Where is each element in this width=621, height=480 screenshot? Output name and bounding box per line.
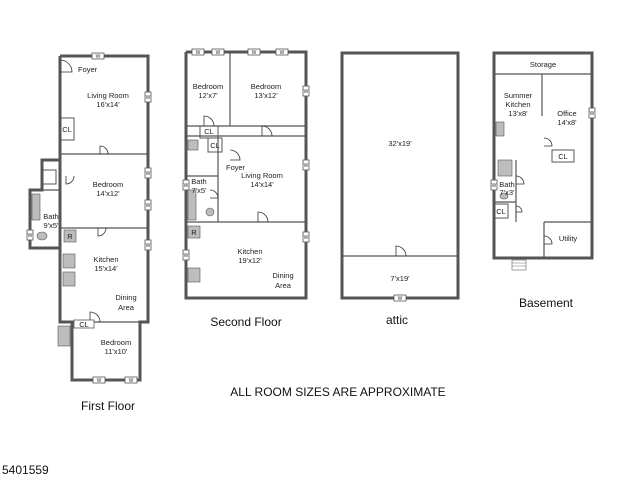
window-marker-7: W <box>97 378 102 384</box>
second-bedroom-a-size: 12'x7' <box>198 91 218 100</box>
second-closet-b-label: CL <box>210 141 220 150</box>
first-bedroom1-size: 14'x12' <box>96 189 120 198</box>
second-floor-title: Second Floor <box>210 315 281 329</box>
second-living-label: Living Room <box>241 171 283 180</box>
refrigerator-label-2: R <box>191 228 197 237</box>
second-bedroom-a-label: Bedroom <box>193 82 223 91</box>
window-marker-8: W <box>129 378 134 384</box>
window-marker-11: W <box>252 50 257 56</box>
second-kitchen-label: Kitchen <box>237 247 262 256</box>
window-marker-5: W <box>146 243 151 249</box>
basement-plan: Storage Summer Kitchen 13'x8' Office 14'… <box>490 51 596 310</box>
second-foyer-label: Foyer <box>226 163 246 172</box>
first-bedroom2-label: Bedroom <box>101 338 131 347</box>
refrigerator-icon <box>63 229 77 243</box>
first-dining-area-label: Area <box>118 303 135 312</box>
first-bedroom1-label: Bedroom <box>93 180 123 189</box>
window-marker-3: W <box>146 171 151 177</box>
second-floor-plan: R Bedroom 12'x7' Bedroom 13'x12' CL CL F… <box>182 48 310 329</box>
basement-bath-size: 7'x3' <box>500 188 516 197</box>
attic-plan: 32'x19' 7'x19' attic <box>340 51 460 327</box>
first-bath-label: Bath <box>43 212 58 221</box>
window-marker-10: W <box>216 50 221 56</box>
attic-title: attic <box>386 313 408 327</box>
second-living-size: 14'x14' <box>250 180 274 189</box>
basement-summer-kitchen-label: Kitchen <box>505 100 530 109</box>
first-floor-title: First Floor <box>81 399 135 413</box>
window-marker-14: W <box>304 163 309 169</box>
window-markers: W W W W W W W W W W W W W W W W W W W W <box>28 50 595 384</box>
window-marker-1: W <box>96 54 101 60</box>
window-marker-18: W <box>398 296 403 302</box>
second-dining-area-label: Area <box>275 281 292 290</box>
first-foyer-label: Foyer <box>78 65 98 74</box>
listing-id: 5401559 <box>2 463 49 477</box>
window-marker-16: W <box>184 183 189 189</box>
second-bedroom-b-size: 13'x12' <box>254 91 278 100</box>
refrigerator-icon-2 <box>187 225 201 239</box>
window-marker-15: W <box>304 235 309 241</box>
first-closet2-label: CL <box>79 320 89 329</box>
window-marker-6: W <box>28 233 33 239</box>
first-dining-label: Dining <box>115 293 136 302</box>
basement-title: Basement <box>519 296 574 310</box>
first-bedroom2-size: 11'x10' <box>105 347 128 356</box>
second-bath-label: Bath <box>191 177 206 186</box>
basement-bath-label: Bath <box>499 180 514 189</box>
basement-storage-label: Storage <box>530 60 556 69</box>
second-bath-size: 7'x5' <box>192 186 208 195</box>
basement-closet-b-label: CL <box>496 207 506 216</box>
second-bedroom-b-label: Bedroom <box>251 82 281 91</box>
second-dining-label: Dining <box>272 271 293 280</box>
window-marker-9: W <box>196 50 201 56</box>
first-closet-label: CL <box>62 125 72 134</box>
first-kitchen-label: Kitchen <box>93 255 118 264</box>
first-floor-plan: R Foyer Living Room 16'x14' CL Bedroom 1… <box>26 52 152 413</box>
basement-utility-label: Utility <box>559 234 578 243</box>
first-living-label: Living Room <box>87 91 129 100</box>
attic-main-size: 32'x19' <box>388 139 412 148</box>
basement-summer-label: Summer <box>504 91 533 100</box>
window-marker-17: W <box>184 253 189 259</box>
basement-office-size: 14'x8' <box>557 118 577 127</box>
attic-lower-size: 7'x19' <box>390 274 410 283</box>
window-marker-2: W <box>146 95 151 101</box>
first-kitchen-size: 15'x14' <box>94 264 118 273</box>
second-closet-a-label: CL <box>204 127 214 136</box>
second-kitchen-size: 19'x12' <box>238 256 262 265</box>
first-living-size: 16'x14' <box>96 100 120 109</box>
window-marker-19: W <box>590 111 595 117</box>
basement-office-label: Office <box>557 109 576 118</box>
basement-summer-size: 13'x8' <box>508 109 528 118</box>
window-marker-12: W <box>280 50 285 56</box>
refrigerator-label: R <box>67 232 73 241</box>
basement-closet-a-label: CL <box>558 152 568 161</box>
window-marker-20: W <box>492 183 497 189</box>
window-marker-4: W <box>146 203 151 209</box>
first-bath-size: 9'x5' <box>44 221 60 230</box>
approximate-sizes-note: ALL ROOM SIZES ARE APPROXIMATE <box>230 385 445 399</box>
window-marker-13: W <box>304 89 309 95</box>
